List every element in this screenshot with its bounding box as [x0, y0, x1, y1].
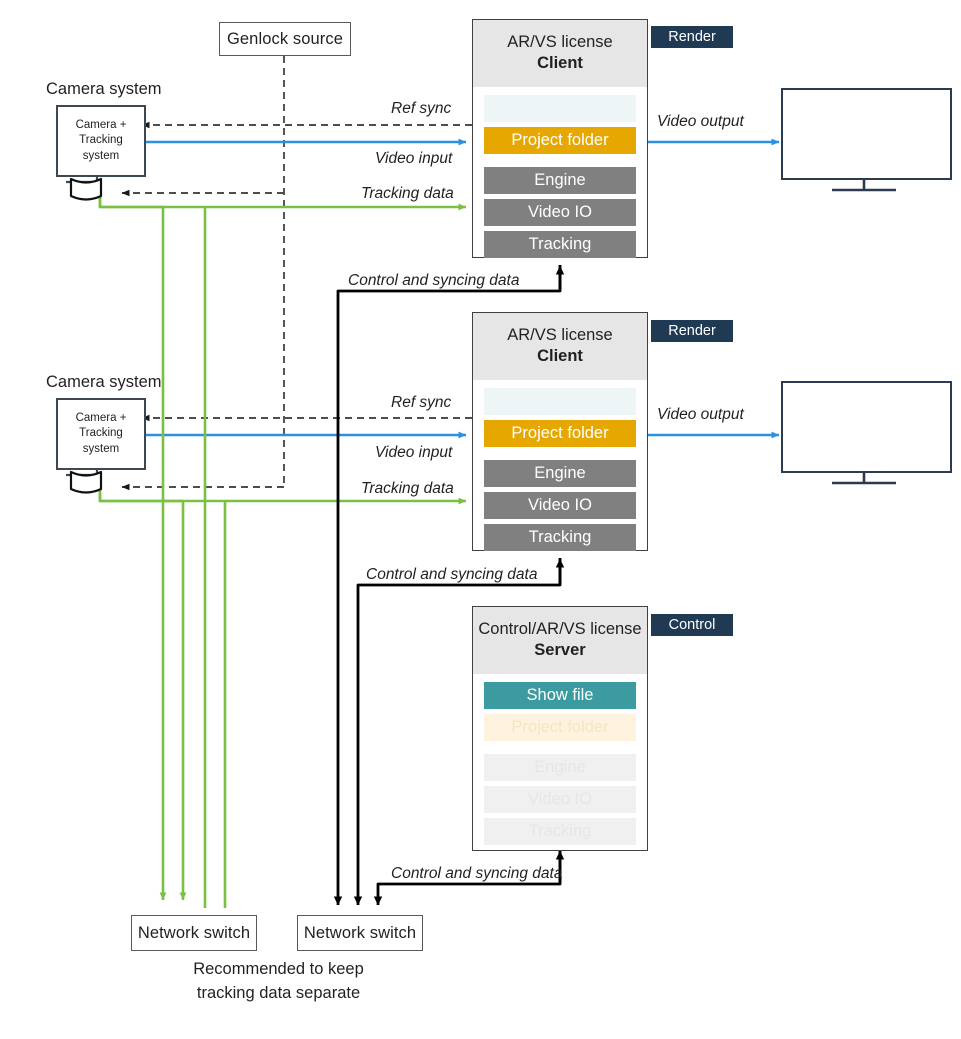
edge-label-control-sync-2: Control and syncing data — [366, 566, 538, 583]
slot-engine[interactable]: Engine — [484, 166, 636, 194]
machine-server-license: Control/AR/VS license — [478, 620, 642, 638]
machine-server-role: Server — [534, 641, 586, 660]
badge-control-label: Control — [668, 617, 716, 633]
slot-engine[interactable]: Engine — [484, 459, 636, 487]
slot-tracking[interactable]: Tracking — [484, 817, 636, 845]
edge-label-control-sync-1: Control and syncing data — [348, 272, 520, 289]
edge-label-video-output-1: Video output — [657, 113, 744, 130]
tracking-data-wires — [98, 196, 467, 908]
monitor-1 — [781, 88, 952, 180]
camera-system-1-body-label: Camera + Tracking system — [75, 119, 127, 162]
machine-client-2-slots: Project folder Engine Video IO Tracking — [473, 380, 647, 566]
slot-video-io[interactable]: Video IO — [484, 491, 636, 519]
genlock-source-box[interactable]: Genlock source — [219, 22, 351, 56]
slot-tracking[interactable]: Tracking — [484, 230, 636, 258]
edge-label-tracking-data-2: Tracking data — [361, 480, 454, 497]
badge-render-2: Render — [651, 320, 733, 342]
slot-show-file[interactable] — [484, 387, 636, 415]
monitor-2 — [781, 381, 952, 473]
slot-project-folder[interactable]: Project folder — [484, 126, 636, 154]
machine-client-2[interactable]: AR/VS license Client Project folder Engi… — [472, 312, 648, 551]
slot-project-folder[interactable]: Project folder — [484, 713, 636, 741]
machine-client-1[interactable]: AR/VS license Client Project folder Engi… — [472, 19, 648, 258]
slot-engine[interactable]: Engine — [484, 753, 636, 781]
camera-system-2-body-label: Camera + Tracking system — [75, 412, 127, 455]
slot-project-folder[interactable]: Project folder — [484, 419, 636, 447]
machine-client-2-license: AR/VS license — [507, 326, 613, 344]
diagram-caption: Recommended to keep tracking data separa… — [193, 960, 364, 1002]
edge-label-video-input-2: Video input — [375, 444, 453, 461]
badge-control: Control — [651, 614, 733, 636]
slot-show-file[interactable] — [484, 94, 636, 122]
machine-server[interactable]: Control/AR/VS license Server Show file P… — [472, 606, 648, 851]
network-switch-tracking[interactable]: Network switch — [131, 915, 257, 951]
edge-label-ref-sync-1: Ref sync — [391, 100, 452, 117]
network-switch-tracking-label: Network switch — [137, 923, 251, 942]
edge-label-ref-sync-2: Ref sync — [391, 394, 452, 411]
edge-label-video-input-1: Video input — [375, 150, 453, 167]
camera-system-2-title: Camera system — [46, 373, 162, 391]
machine-client-1-role: Client — [537, 54, 583, 73]
slot-video-io[interactable]: Video IO — [484, 785, 636, 813]
slot-show-file[interactable]: Show file — [484, 681, 636, 709]
machine-client-2-header: AR/VS license Client — [473, 313, 647, 380]
badge-render-2-label: Render — [668, 323, 716, 339]
badge-render-1-label: Render — [668, 29, 716, 45]
edge-label-control-sync-3: Control and syncing data — [391, 865, 563, 882]
camera-system-1-title: Camera system — [46, 80, 162, 98]
camera-system-2-body[interactable]: Camera + Tracking system — [56, 398, 146, 470]
machine-client-2-role: Client — [537, 347, 583, 366]
network-switch-control[interactable]: Network switch — [297, 915, 423, 951]
camera-system-1-body[interactable]: Camera + Tracking system — [56, 105, 146, 177]
machine-client-1-header: AR/VS license Client — [473, 20, 647, 87]
edge-label-video-output-2: Video output — [657, 406, 744, 423]
machine-server-header: Control/AR/VS license Server — [473, 607, 647, 674]
edge-label-tracking-data-1: Tracking data — [361, 185, 454, 202]
network-switch-control-label: Network switch — [303, 923, 417, 942]
machine-server-slots: Show file Project folder Engine Video IO… — [473, 674, 647, 860]
slot-video-io[interactable]: Video IO — [484, 198, 636, 226]
machine-client-1-slots: Project folder Engine Video IO Tracking — [473, 87, 647, 273]
machine-client-1-license: AR/VS license — [507, 33, 613, 51]
genlock-source-label: Genlock source — [226, 29, 344, 48]
slot-tracking[interactable]: Tracking — [484, 523, 636, 551]
badge-render-1: Render — [651, 26, 733, 48]
